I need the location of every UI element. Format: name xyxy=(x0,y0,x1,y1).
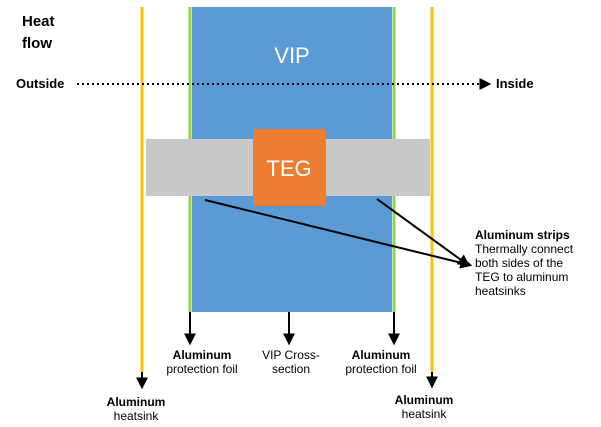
strips-callout-line1: Thermally connect xyxy=(475,242,574,256)
vip-cross-label: VIP Cross- section xyxy=(251,348,331,376)
strips-callout-title: Aluminum strips xyxy=(475,228,570,242)
heat-flow-label: Heat flow xyxy=(22,11,55,55)
heatsink-right-normal: heatsink xyxy=(401,407,447,421)
heat-flow-line2: flow xyxy=(22,35,52,52)
foil-left-normal: protection foil xyxy=(166,362,238,376)
heatsink-left-label: Aluminum heatsink xyxy=(96,395,176,423)
heat-flow-line1: Heat xyxy=(22,13,55,30)
foil-left-label: Aluminum protection foil xyxy=(152,348,252,376)
foil-left-bold: Aluminum xyxy=(172,348,232,362)
heatsink-right-label: Aluminum heatsink xyxy=(384,393,464,421)
foil-right-label: Aluminum protection foil xyxy=(331,348,431,376)
teg-label: TEG xyxy=(266,156,311,181)
inside-label: Inside xyxy=(496,76,534,91)
teg-block xyxy=(253,129,326,206)
strips-callout-line4: heatsinks xyxy=(475,284,526,298)
heatsink-left-normal: heatsink xyxy=(113,409,159,423)
callout-line-right xyxy=(376,198,470,267)
strips-callout: Aluminum strips Thermally connect both s… xyxy=(475,228,573,298)
vip-label: VIP xyxy=(274,43,309,68)
vip-cross-line2: section xyxy=(271,362,311,376)
heatsink-left-bold: Aluminum xyxy=(106,395,166,409)
vip-cross-line1: VIP Cross- xyxy=(262,348,320,362)
strips-callout-line3: TEG to aluminum xyxy=(475,270,569,284)
foil-right-normal: protection foil xyxy=(345,362,417,376)
heatsink-right-bold: Aluminum xyxy=(394,393,454,407)
strips-callout-line2: both sides of the xyxy=(475,256,564,270)
outside-label: Outside xyxy=(16,76,65,91)
callout-line-left xyxy=(204,199,473,269)
foil-right-bold: Aluminum xyxy=(351,348,411,362)
